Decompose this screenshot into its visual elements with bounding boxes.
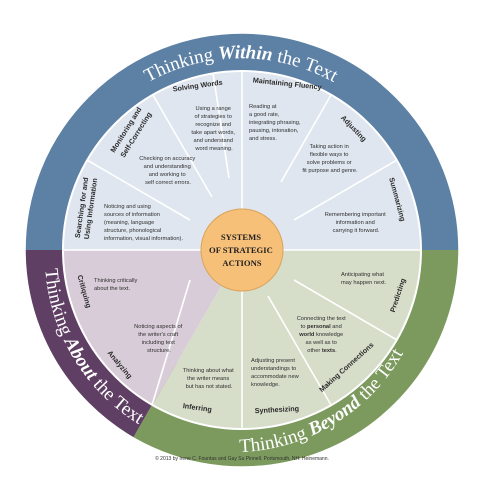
desc-inferring: Thinking about what the writer means but… (183, 368, 236, 390)
desc-making-connections: Connecting the text to personal and worl… (297, 316, 348, 354)
desc-critiquing: Thinking critically about the text. (94, 278, 139, 292)
divider (293, 279, 398, 341)
desc-synthesizing: Adjusting present understandings to acco… (251, 358, 300, 388)
divider (280, 94, 332, 183)
title-synthesizing: Synthesizing (254, 404, 299, 415)
copyright-text: © 2013 by Irene C. Fountas and Gay Su Pi… (155, 455, 329, 462)
desc-predicting: Anticipating what may happen next. (341, 272, 387, 286)
desc-analyzing: Noticing aspects of the writer's craft i… (134, 324, 184, 354)
desc-summarizing: Remembering important information and ca… (325, 212, 388, 234)
inner-edge (62, 70, 422, 430)
inner-about-area (63, 250, 242, 405)
desc-solving-words: Using a range of strategies to recognize… (191, 106, 236, 152)
divider (151, 279, 191, 406)
divider (152, 94, 213, 198)
inner-beyond-area (152, 250, 421, 429)
divider (86, 159, 191, 221)
divider (267, 295, 332, 406)
ring-thinking-within (25, 33, 459, 250)
desc-maintaining-fluency: Reading at a good rate, integrating phra… (249, 104, 302, 142)
desc-adjusting: Taking action in flexible ways to solve … (302, 144, 358, 174)
desc-searching: Noticing and using sources of informatio… (104, 204, 183, 242)
outer-edge (24, 32, 460, 468)
divider (212, 72, 230, 179)
divider (293, 159, 398, 221)
hub-label: SYSTEMS OF STRATEGIC ACTIONS (209, 232, 275, 268)
desc-monitoring: Checking on accuracy and understanding a… (139, 156, 197, 186)
hub-circle (200, 208, 284, 292)
title-inferring: Inferring (182, 401, 212, 414)
